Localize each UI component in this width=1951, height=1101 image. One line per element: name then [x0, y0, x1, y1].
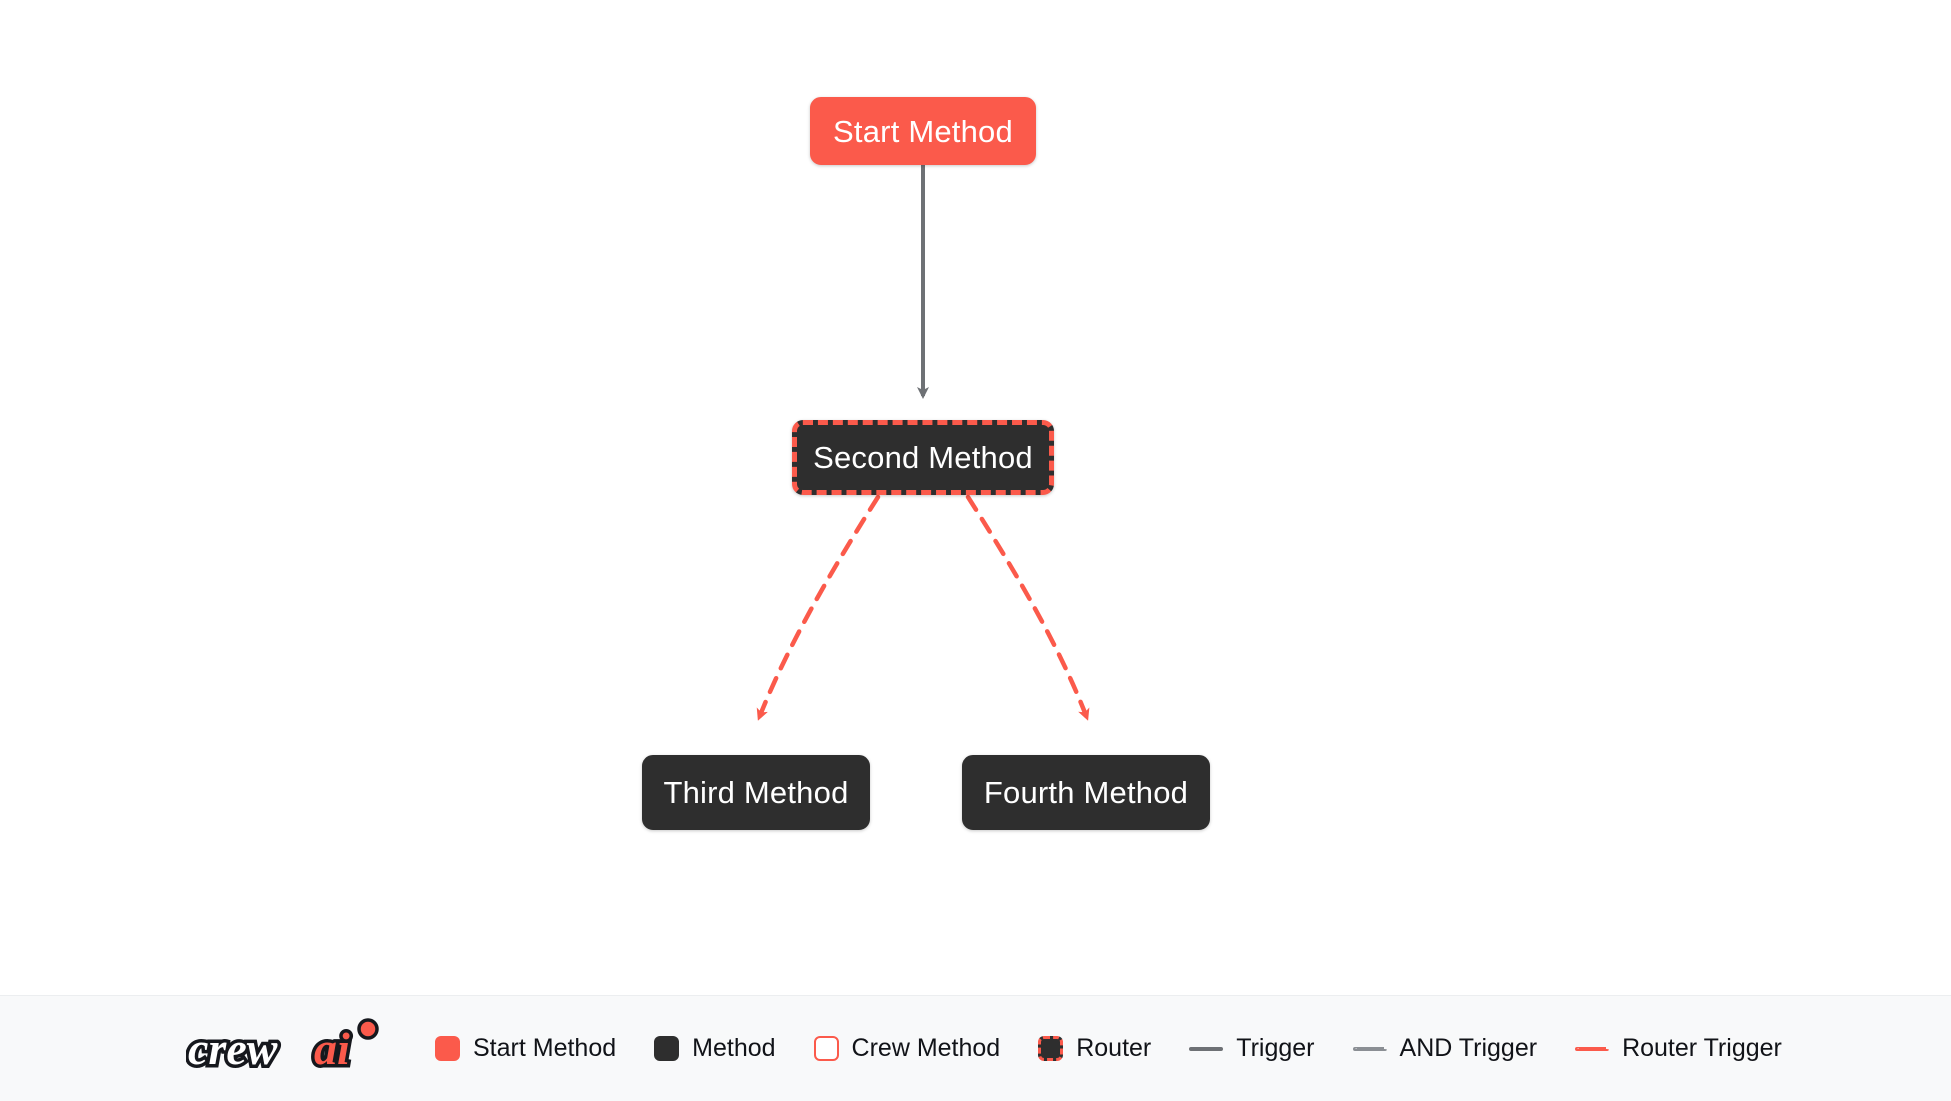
legend-item-label: Method	[692, 1034, 776, 1062]
crew-method-swatch-icon	[813, 1036, 839, 1061]
crewai-logo-mark: crew ai	[185, 1017, 379, 1077]
legend-item-label: Start Method	[473, 1034, 617, 1062]
method-swatch-icon	[654, 1036, 680, 1061]
legend-bar: crew ai Start Method Method Crew Method …	[0, 995, 1951, 1101]
legend-item-start-method: Start Method	[435, 1036, 616, 1061]
legend-items: Start Method Method Crew Method Router T…	[435, 1036, 1782, 1061]
legend-item-trigger: Trigger	[1189, 1034, 1315, 1062]
legend-item-label: Router Trigger	[1622, 1034, 1782, 1062]
start-method-swatch-icon	[435, 1036, 460, 1061]
legend-item-router-trigger: Router Trigger	[1575, 1036, 1782, 1061]
node-label: Fourth Method	[983, 775, 1189, 810]
logo-dot-icon	[357, 1017, 379, 1040]
logo-text-ai: ai	[314, 1023, 350, 1074]
legend-item-and-trigger: AND Trigger	[1352, 1034, 1538, 1062]
legend-item-method: Method	[654, 1034, 776, 1062]
trigger-line-icon	[1189, 1046, 1224, 1051]
legend-item-router: Router	[1038, 1036, 1151, 1061]
edge-second-to-fourth	[965, 494, 1090, 721]
flow-canvas[interactable]: Start Method Second Method Third Method …	[0, 0, 1951, 995]
legend-item-crew-method: Crew Method	[813, 1034, 1001, 1062]
legend-item-label: AND Trigger	[1399, 1034, 1538, 1062]
logo-text-crew: crew	[188, 1023, 278, 1074]
node-third-method[interactable]: Third Method	[642, 755, 870, 830]
node-start-method[interactable]: Start Method	[810, 97, 1036, 165]
node-label: Second Method	[813, 440, 1033, 475]
edge-second-to-third	[756, 494, 881, 721]
node-fourth-method[interactable]: Fourth Method	[962, 755, 1210, 830]
legend-item-label: Crew Method	[851, 1034, 1001, 1062]
and-trigger-line-icon	[1352, 1046, 1387, 1051]
legend-item-label: Router	[1076, 1034, 1152, 1062]
node-second-method[interactable]: Second Method	[792, 420, 1054, 495]
crewai-logo: crew ai	[185, 1017, 401, 1081]
router-trigger-line-icon	[1575, 1046, 1610, 1051]
node-label: Third Method	[663, 775, 849, 810]
legend-item-label: Trigger	[1236, 1034, 1315, 1062]
router-swatch-icon	[1038, 1036, 1064, 1061]
node-label: Start Method	[833, 113, 1013, 149]
